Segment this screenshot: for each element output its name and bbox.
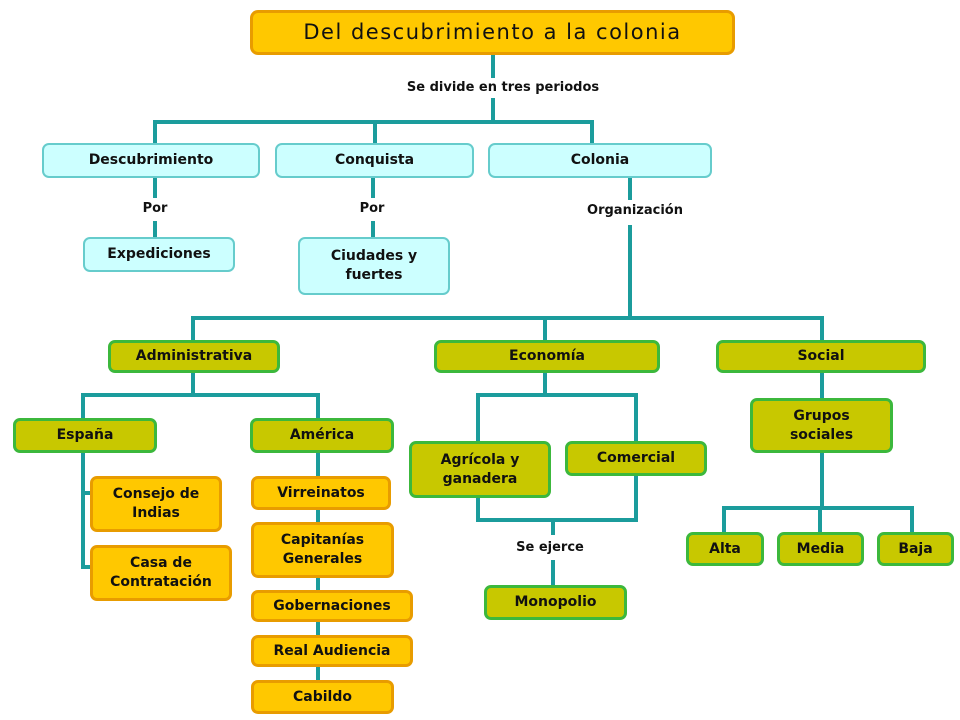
node-grupos-sociales-label: Grupos sociales [789, 407, 854, 443]
node-america: América [250, 418, 394, 453]
node-ciudades-fuertes: Ciudades y fuertes [298, 237, 450, 295]
node-casa-de-contratacion: Casa de Contratación [90, 545, 232, 601]
node-descubrimiento: Descubrimiento [42, 143, 260, 178]
node-media-label: Media [796, 540, 845, 557]
node-espana-label: España [56, 427, 114, 444]
node-grupos-sociales: Grupos sociales [750, 398, 893, 453]
node-monopolio: Monopolio [484, 585, 627, 620]
node-expediciones: Expediciones [83, 237, 235, 272]
node-media: Media [777, 532, 864, 566]
label-por-conquista: Por [359, 201, 385, 216]
node-virreinatos-label: Virreinatos [277, 484, 365, 501]
label-se-ejerce: Se ejerce [516, 540, 584, 555]
label-se-divide: Se divide en tres periodos [406, 80, 600, 95]
map-title-text: Del descubrimiento a la colonia [303, 20, 682, 45]
node-conquista-label: Conquista [334, 152, 415, 169]
node-colonia: Colonia [488, 143, 712, 178]
node-gobernaciones-label: Gobernaciones [273, 597, 391, 614]
label-organizacion: Organización [587, 203, 683, 218]
label-por-descubrimiento: Por [142, 201, 168, 216]
node-administrativa-label: Administrativa [135, 348, 253, 365]
node-baja: Baja [877, 532, 954, 566]
node-real-audiencia-label: Real Audiencia [273, 642, 391, 659]
node-economia-label: Economía [509, 348, 585, 365]
node-real-audiencia: Real Audiencia [251, 635, 413, 667]
node-economia: Economía [434, 340, 660, 373]
node-america-label: América [289, 427, 355, 444]
node-baja-label: Baja [898, 540, 933, 557]
node-alta: Alta [686, 532, 764, 566]
node-social: Social [716, 340, 926, 373]
node-cabildo: Cabildo [251, 680, 394, 714]
node-conquista: Conquista [275, 143, 474, 178]
node-consejo-de-indias: Consejo de Indias [90, 476, 222, 532]
map-title: Del descubrimiento a la colonia [250, 10, 735, 55]
node-cabildo-label: Cabildo [293, 688, 352, 705]
node-descubrimiento-label: Descubrimiento [88, 152, 214, 169]
node-casa-de-contratacion-label: Casa de Contratación [110, 555, 212, 590]
node-expediciones-label: Expediciones [107, 246, 211, 263]
node-comercial: Comercial [565, 441, 707, 476]
node-social-label: Social [797, 348, 845, 365]
node-capitanias-generales-label: Capitanías Generales [280, 532, 365, 567]
node-colonia-label: Colonia [570, 152, 630, 169]
node-comercial-label: Comercial [596, 450, 676, 467]
node-administrativa: Administrativa [108, 340, 280, 373]
node-espana: España [13, 418, 157, 453]
node-consejo-de-indias-label: Consejo de Indias [112, 486, 200, 521]
node-capitanias-generales: Capitanías Generales [251, 522, 394, 578]
node-alta-label: Alta [709, 540, 741, 557]
node-monopolio-label: Monopolio [514, 594, 597, 611]
node-agricola-ganadera-label: Agrícola y ganadera [440, 451, 520, 487]
node-agricola-ganadera: Agrícola y ganadera [409, 441, 551, 498]
node-ciudades-fuertes-label: Ciudades y fuertes [330, 248, 418, 283]
node-gobernaciones: Gobernaciones [251, 590, 413, 622]
node-virreinatos: Virreinatos [251, 476, 391, 510]
